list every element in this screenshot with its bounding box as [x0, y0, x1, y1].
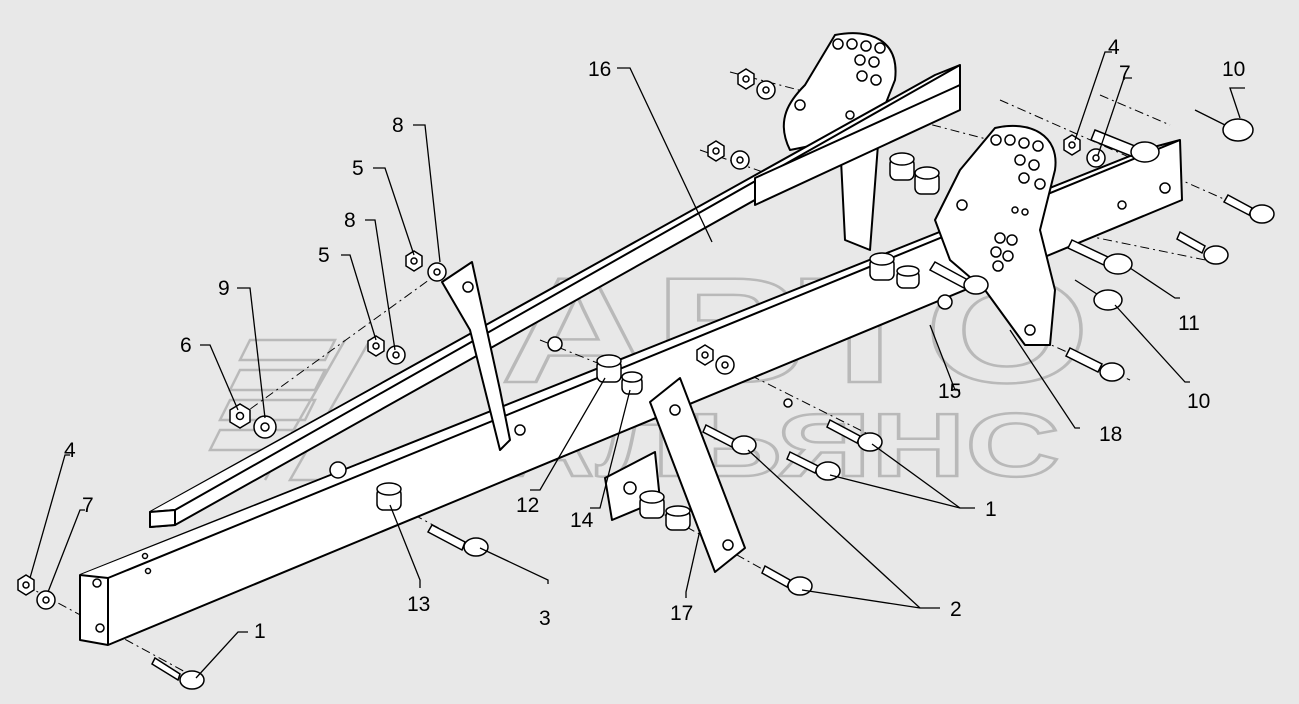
- callout-12: 12: [516, 494, 539, 517]
- bushing-12: [596, 354, 622, 383]
- bolt-mid-right: [928, 261, 989, 295]
- callout-13: 13: [407, 593, 430, 616]
- nut-5-lower: [367, 335, 385, 357]
- nut-4-right: [1063, 134, 1081, 156]
- bushing-lower-2: [665, 505, 691, 531]
- callout-5-upper: 5: [352, 157, 364, 180]
- callout-labels: 16 4 7 10 8 5 8 5 9 6 11 10 15 18 1 4 7 …: [64, 36, 1245, 643]
- callout-14: 14: [570, 509, 594, 532]
- clip-10-upper: [1194, 109, 1254, 142]
- bracket-plate-left: [441, 261, 526, 451]
- callout-7-left: 7: [82, 494, 94, 517]
- callout-4-left: 4: [64, 439, 76, 462]
- callout-9: 9: [218, 277, 230, 300]
- callout-3: 3: [539, 607, 551, 630]
- leader-lines: [29, 51, 1245, 679]
- plate-17: [604, 377, 746, 573]
- callout-11: 11: [1178, 312, 1200, 335]
- nut-5-upper: [405, 250, 423, 272]
- callout-4-right: 4: [1108, 36, 1120, 59]
- washer-7-right: [1086, 148, 1106, 168]
- callout-10-lower: 10: [1187, 390, 1210, 413]
- callout-15: 15: [938, 380, 961, 403]
- bolt-2-upper: [702, 423, 757, 455]
- bushing-13: [376, 482, 402, 511]
- washer-8-lower: [386, 345, 406, 365]
- callout-7-right: 7: [1119, 62, 1131, 85]
- washer-mid: [715, 355, 735, 375]
- washer-8-upper: [427, 262, 447, 282]
- callout-17: 17: [670, 602, 693, 625]
- bushing-upper-1: [889, 152, 915, 181]
- callout-1-right: 1: [985, 498, 997, 521]
- washer-upper-a: [756, 80, 776, 100]
- nut-upper-a: [737, 68, 755, 90]
- hitch-plate-rear: [782, 32, 897, 251]
- pins-and-clips: [1066, 109, 1254, 311]
- bolt-3: [426, 524, 489, 557]
- nuts-and-washers: [17, 68, 1106, 610]
- bolt-right-mid: [1176, 230, 1229, 265]
- callout-8-upper: 8: [392, 114, 404, 137]
- nut-upper-b: [707, 140, 725, 162]
- callout-18: 18: [1099, 423, 1122, 446]
- bushing-14: [621, 371, 643, 395]
- bushing-upper-2: [914, 166, 940, 195]
- pin-11-upper: [1090, 129, 1160, 163]
- bushings: [376, 152, 940, 531]
- bushing-mid-2: [896, 265, 920, 289]
- callout-8-lower: 8: [344, 209, 356, 232]
- pin-11: [1066, 239, 1133, 275]
- bushing-lower-1: [639, 490, 665, 519]
- nut-mid: [696, 344, 714, 366]
- bolt-1-lower-left: [151, 656, 205, 690]
- washer-9: [253, 415, 277, 439]
- bolt-right-lower: [1064, 346, 1125, 382]
- callout-2: 2: [950, 598, 962, 621]
- washer-7-left: [36, 590, 56, 610]
- callout-5-lower: 5: [318, 244, 330, 267]
- nut-6: [229, 403, 251, 429]
- nut-4-left: [17, 574, 35, 596]
- washer-upper-b: [730, 150, 750, 170]
- callout-16: 16: [588, 58, 611, 81]
- callout-10-upper: 10: [1222, 58, 1245, 81]
- callout-1-left: 1: [254, 620, 266, 643]
- callout-6: 6: [180, 334, 192, 357]
- bushing-mid-1: [869, 252, 895, 281]
- hitch-plate-18: [934, 124, 1057, 346]
- beam-16: [149, 64, 961, 528]
- bolt-right-upper: [1222, 193, 1275, 224]
